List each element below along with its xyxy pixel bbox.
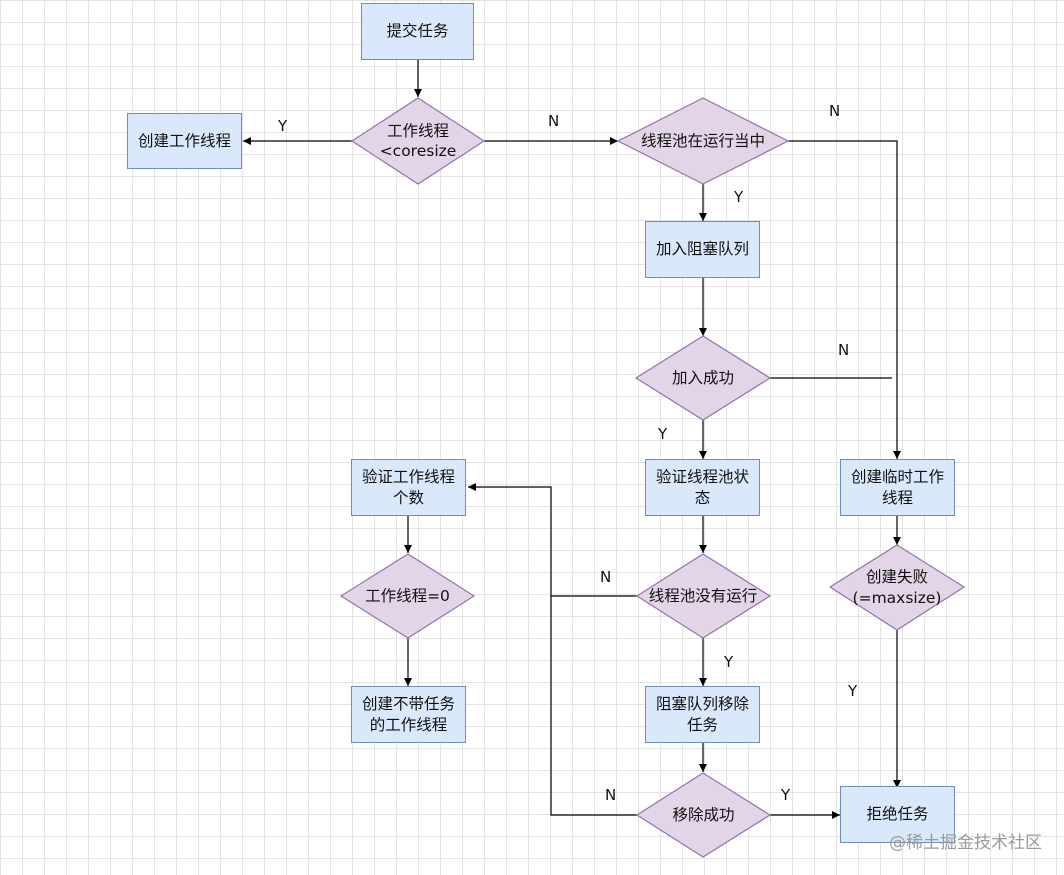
verify-count-label: 验证工作线程 个数 xyxy=(361,468,455,507)
reject-label: 拒绝任务 xyxy=(866,805,929,824)
queue-remove-box: 阻塞队列移除 任务 xyxy=(645,686,760,743)
edge-label-remove-yes: Y xyxy=(781,786,791,804)
check-core-label: 工作线程 <coresize xyxy=(379,121,457,160)
edge-label-notrunning-no: N xyxy=(600,568,612,586)
remove-success-diamond xyxy=(635,772,772,858)
edge-label-add-no: N xyxy=(838,341,850,359)
verify-state-box: 验证线程池状 态 xyxy=(645,459,760,516)
add-queue-label: 加入阻塞队列 xyxy=(655,240,749,259)
create-no-task-box: 创建不带任务 的工作线程 xyxy=(351,686,466,743)
pool-running-diamond xyxy=(616,97,790,185)
watermark-text: @稀土掘金技术社区 xyxy=(889,833,1042,853)
create-temp-box: 创建临时工作 线程 xyxy=(840,459,955,516)
check-core-text: 工作线程 <coresize xyxy=(352,98,484,184)
edge-label-fail-yes: Y xyxy=(848,682,858,700)
create-temp-label: 创建临时工作 线程 xyxy=(850,468,944,507)
check-core-diamond xyxy=(350,97,486,185)
remove-success-label: 移除成功 xyxy=(672,805,735,824)
add-success-diamond xyxy=(634,335,772,421)
worker-zero-text: 工作线程=0 xyxy=(341,554,474,638)
verify-state-label: 验证线程池状 态 xyxy=(655,468,749,507)
create-fail-text: 创建失败 (=maxsize) xyxy=(830,545,964,630)
verify-count-box: 验证工作线程 个数 xyxy=(351,459,466,516)
pool-not-running-label: 线程池没有运行 xyxy=(648,586,758,605)
edge-label-core-yes: Y xyxy=(278,117,288,135)
add-queue-box: 加入阻塞队列 xyxy=(645,221,760,278)
create-worker-label: 创建工作线程 xyxy=(137,131,231,150)
submit-task-box: 提交任务 xyxy=(361,3,474,60)
edge-label-remove-no: N xyxy=(605,786,617,804)
queue-remove-label: 阻塞队列移除 任务 xyxy=(655,695,749,734)
worker-zero-diamond xyxy=(339,553,476,639)
submit-task-label: 提交任务 xyxy=(386,22,449,41)
create-fail-diamond xyxy=(828,544,966,631)
worker-zero-label: 工作线程=0 xyxy=(365,586,450,605)
edge-removesuccess-no-to-verifycount xyxy=(468,483,637,816)
edge-label-running-no: N xyxy=(829,102,841,120)
edge-running-no-to-temp xyxy=(788,140,901,459)
edge-label-core-no: N xyxy=(548,112,560,130)
edge-label-notrunning-yes: Y xyxy=(724,653,734,671)
create-worker-box: 创建工作线程 xyxy=(127,113,242,169)
pool-running-label: 线程池在运行当中 xyxy=(640,131,765,150)
create-fail-label: 创建失败 (=maxsize) xyxy=(852,568,942,607)
pool-running-text: 线程池在运行当中 xyxy=(618,98,788,184)
pool-not-running-diamond xyxy=(635,553,772,639)
add-success-text: 加入成功 xyxy=(636,336,770,420)
reject-box: 拒绝任务 xyxy=(840,786,955,843)
edge-label-running-yes: Y xyxy=(734,188,744,206)
remove-success-text: 移除成功 xyxy=(637,773,770,857)
create-no-task-label: 创建不带任务 的工作线程 xyxy=(361,695,455,734)
add-success-label: 加入成功 xyxy=(671,368,734,387)
edge-label-add-yes: Y xyxy=(658,425,668,443)
pool-not-running-text: 线程池没有运行 xyxy=(630,554,776,638)
